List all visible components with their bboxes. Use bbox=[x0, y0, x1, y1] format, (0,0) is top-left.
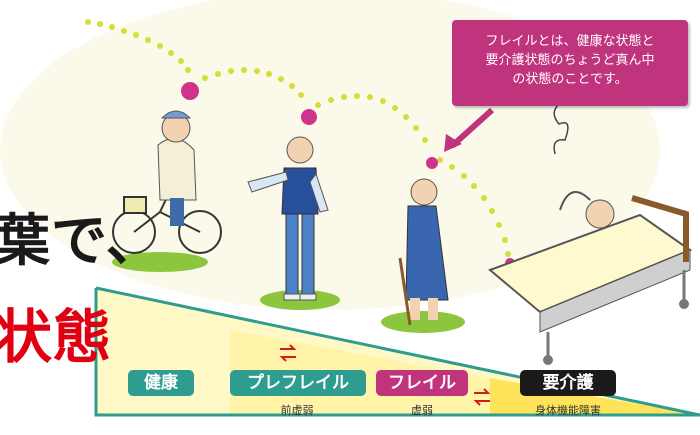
cyclist-figure bbox=[112, 194, 222, 254]
cropped-heading-line-2: 状態 bbox=[0, 303, 113, 371]
ball-2 bbox=[301, 109, 317, 125]
care-bed bbox=[488, 191, 693, 365]
cropped-heading-line-1: 葉で、 bbox=[0, 209, 163, 274]
transition-arrows bbox=[279, 344, 491, 406]
stage-label-healthy: 健康 bbox=[128, 370, 194, 396]
stage-label-prefrailty: プレフレイル bbox=[230, 370, 366, 396]
stage-label-frailty: フレイル bbox=[376, 370, 468, 396]
stage-sub-care-needed: 身体機能障害 bbox=[535, 404, 601, 417]
dotted-trajectory-arcs bbox=[85, 19, 511, 257]
ball-1 bbox=[181, 82, 199, 100]
ball-3 bbox=[426, 157, 438, 169]
grass-cane bbox=[381, 311, 465, 333]
callout-line-1: フレイルとは、健康な状態と bbox=[485, 34, 655, 49]
callout-arrow bbox=[444, 107, 495, 152]
callout-line-3: の状態のことです。 bbox=[512, 72, 628, 87]
stage-label-care-needed: 要介護 bbox=[520, 370, 616, 396]
stage-sub-prefrailty: 前虚弱 bbox=[280, 404, 314, 417]
woman-with-cane bbox=[398, 178, 449, 326]
callout-line-2: 要介護状態のちょうど真ん中 bbox=[485, 53, 655, 68]
explanation-callout: フレイルとは、健康な状態と 要介護状態のちょうど真ん中 の状態のことです。 bbox=[452, 20, 688, 106]
cyclist-body bbox=[157, 110, 197, 226]
stage-sub-frailty: 虚弱 bbox=[411, 404, 433, 417]
grass-cyclist bbox=[112, 252, 208, 272]
standing-man bbox=[247, 136, 329, 301]
